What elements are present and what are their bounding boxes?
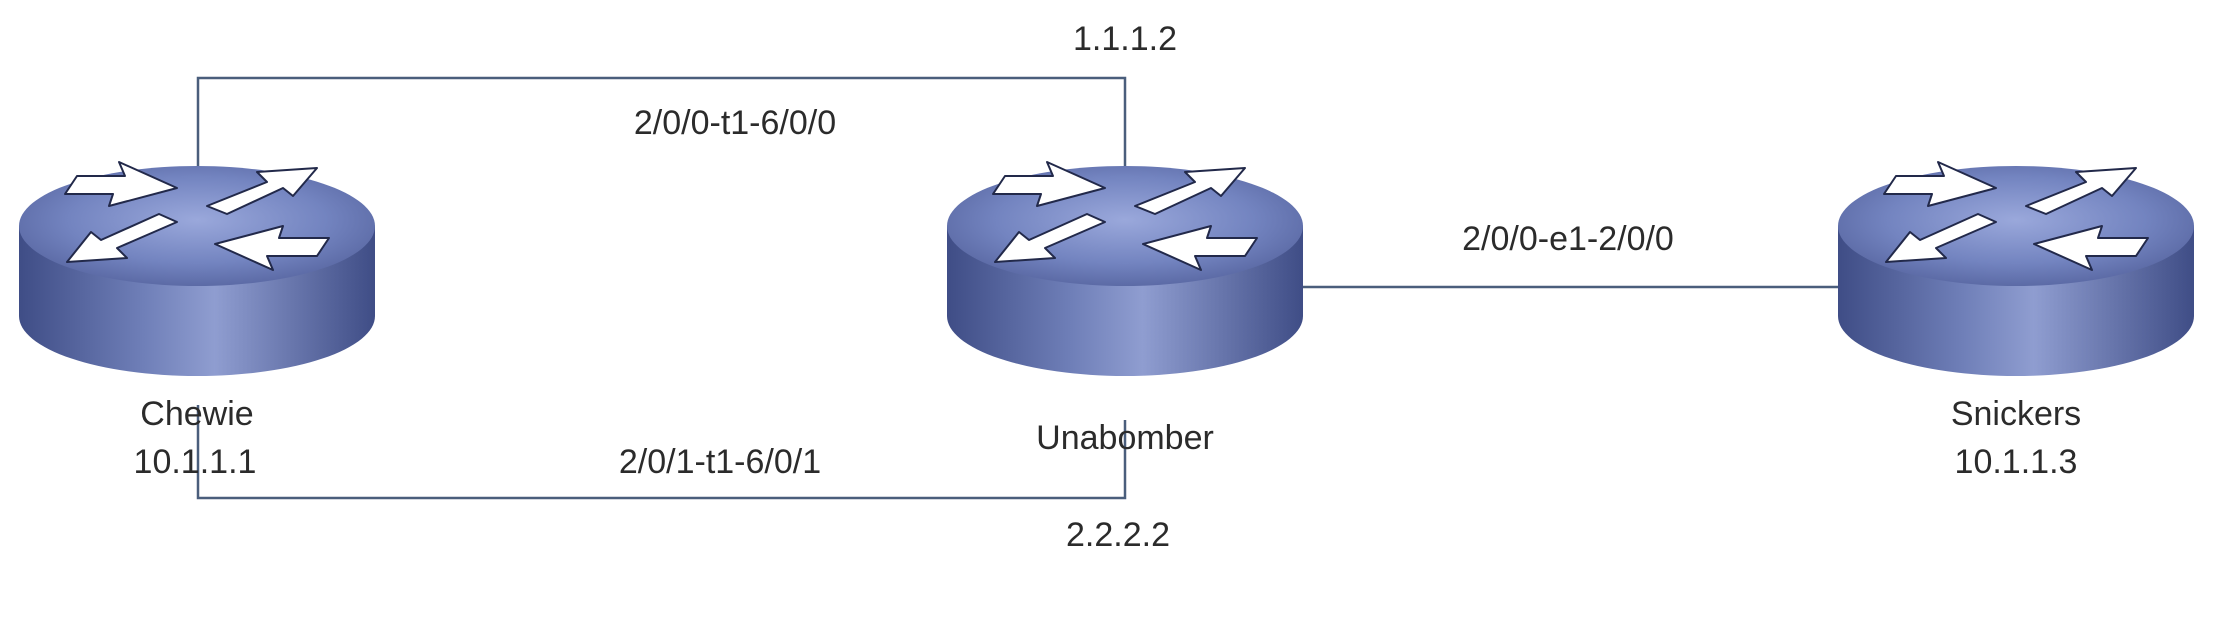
top-address-label: 1.1.1.2 [1073, 20, 1177, 58]
router-icon[interactable] [1837, 161, 2195, 377]
bottom-link-line [196, 405, 1127, 500]
left-router-ip: 10.1.1.1 [134, 443, 257, 481]
top-link-label: 2/0/0-t1-6/0/0 [634, 104, 836, 142]
bottom-address-label: 2.2.2.2 [1066, 516, 1170, 554]
right-router-name: Snickers [1951, 395, 2081, 433]
router-icon[interactable] [18, 161, 376, 377]
links [196, 76, 1840, 500]
right-router-ip: 10.1.1.3 [1955, 443, 2078, 481]
top-link-line [196, 76, 1127, 170]
bottom-link-label: 2/0/1-t1-6/0/1 [619, 443, 821, 481]
center-router-name: Unabomber [1036, 419, 1214, 457]
left-router-name: Chewie [140, 395, 253, 433]
right-link-label: 2/0/0-e1-2/0/0 [1462, 220, 1674, 258]
router-icon[interactable] [946, 161, 1304, 377]
